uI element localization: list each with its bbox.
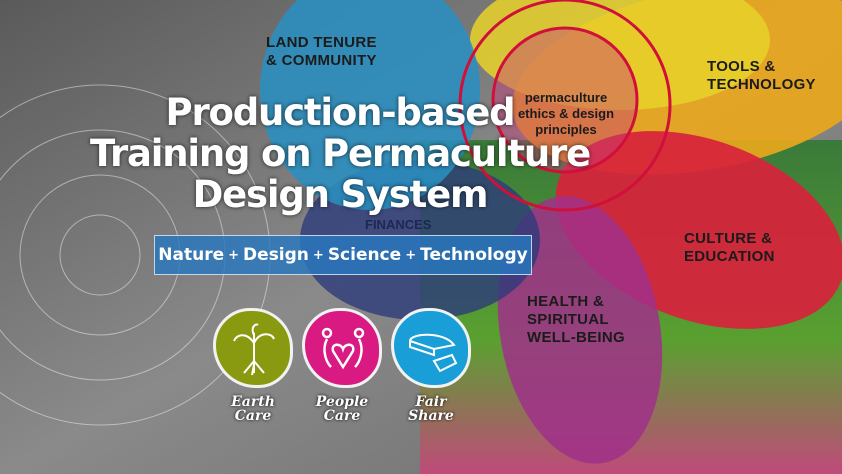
tagline-item: Nature: [158, 245, 225, 265]
petal-health: [497, 196, 663, 464]
title-line: Production-based: [165, 91, 516, 134]
tagline-banner: Nature + Design + Science + Technology: [154, 235, 532, 275]
tagline-item: Design: [243, 245, 309, 265]
center-principles-text: permaculture ethics & design principles: [517, 90, 615, 137]
people-care-label: People Care: [315, 394, 369, 424]
earth-care-badge: [213, 308, 293, 388]
petal-label-health: HEALTH & SPIRITUAL WELL-BEING: [527, 293, 625, 346]
tagline-item: Science: [327, 245, 402, 265]
petal-label-finances: FINANCES: [365, 217, 432, 232]
title-line: Design System: [192, 173, 489, 216]
fair-share-badge: [391, 308, 471, 388]
people-care-badge: [302, 308, 382, 388]
outer-ring: [458, 0, 672, 212]
page-title: Production-based Training on Permacultur…: [70, 92, 610, 215]
plus-separator: +: [228, 247, 240, 263]
petal-label-culture: CULTURE & EDUCATION: [684, 230, 775, 265]
plus-separator: +: [312, 247, 324, 263]
tagline-item: Technology: [420, 245, 528, 265]
pie-slice-icon: [408, 333, 458, 373]
petal-land: [260, 0, 480, 210]
fair-share-label: Fair Share: [408, 394, 454, 424]
inner-ring: [491, 26, 639, 174]
earth-care-label: Earth Care: [231, 394, 275, 424]
people-heart-icon: [321, 327, 365, 370]
tree-roots-icon: [233, 323, 275, 376]
title-line: Training on Permaculture: [90, 132, 591, 175]
petal-label-tools: TOOLS & TECHNOLOGY: [707, 58, 816, 93]
petal-label-land-tenure: LAND TENURE & COMMUNITY: [266, 34, 377, 69]
plus-separator: +: [405, 247, 417, 263]
